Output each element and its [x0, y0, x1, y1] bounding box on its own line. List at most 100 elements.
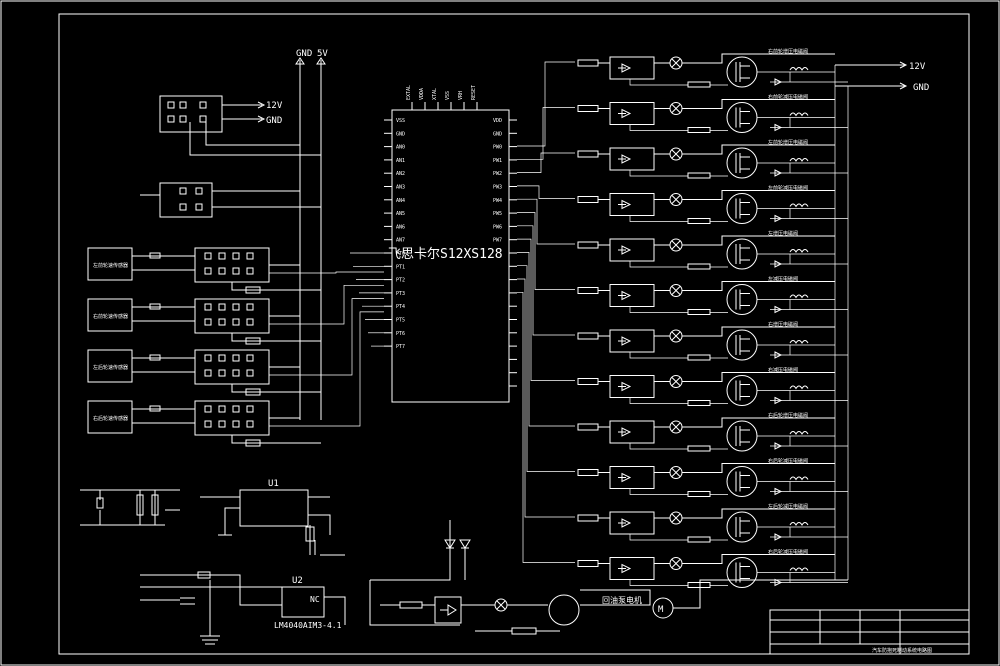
valve-channel: 右增压电磁阀	[517, 225, 848, 361]
gate-resistor	[687, 400, 711, 406]
valve-coil	[789, 340, 809, 344]
wire	[682, 554, 835, 564]
valve-wire	[757, 253, 848, 265]
opto-diode	[618, 427, 632, 437]
optocoupler	[609, 375, 655, 398]
valve-coil	[789, 112, 809, 117]
valve-coil	[789, 67, 809, 71]
flyback-diode	[774, 351, 783, 359]
sensor-resistor	[149, 405, 161, 412]
wire	[682, 235, 835, 246]
comparator-pin	[204, 420, 212, 428]
valve-wire	[757, 435, 848, 447]
mosfet	[726, 284, 758, 315]
lamp-cross	[671, 513, 681, 523]
mcu-to-channel-wire	[517, 61, 575, 147]
mosfet-body	[735, 198, 750, 219]
flyback-diode	[774, 78, 783, 86]
comparator-pin	[218, 252, 226, 260]
valve-coil	[789, 476, 809, 481]
comparator-pin	[232, 318, 240, 326]
mosfet-body	[735, 153, 750, 173]
gate-resistor	[687, 582, 711, 588]
valve-wire	[757, 117, 848, 128]
power-rails	[299, 60, 322, 420]
sensor-box	[87, 349, 133, 383]
mcu-left-pin-label: AN0	[396, 145, 405, 151]
optocoupler	[609, 511, 655, 535]
mcu-to-channel-wire	[517, 185, 575, 199]
sensor-block: 右后轮速传感器	[87, 311, 384, 447]
input-resistor	[577, 514, 599, 522]
mcu-left-pin-label: PT2	[396, 278, 405, 284]
mosfet-body	[735, 335, 750, 355]
opto-diode	[618, 563, 632, 574]
sensor-box	[87, 400, 133, 434]
u1-label: U1	[268, 479, 279, 489]
valve-coil	[789, 431, 809, 435]
mcu-right-pin-label: PW0	[493, 145, 502, 151]
valve-channel: 右后轮减压电磁阀	[517, 265, 848, 497]
mosfet	[726, 193, 758, 224]
sensor-wire	[132, 255, 195, 271]
comparator-box	[194, 349, 270, 385]
mosfet-body	[735, 471, 750, 492]
mcu-to-channel-wire	[517, 265, 575, 472]
lamp-cross	[671, 240, 681, 250]
motor-symbol: M	[658, 605, 664, 615]
mcu-left-pin-label: AN4	[396, 198, 405, 204]
valve-channels: 右前轮增压电磁阀右前轮减压电磁阀左前轮增压电磁阀左前轮减压电磁阀左增压电磁阀左减…	[517, 48, 848, 588]
lamp-cross	[671, 286, 681, 295]
wire	[682, 417, 835, 428]
valve-wire	[757, 526, 848, 538]
mcu-right-pin-label: GND	[493, 131, 502, 137]
opto-diode	[618, 290, 632, 301]
input-resistor	[577, 423, 599, 431]
valve-label: 右前轮减压电磁阀	[768, 94, 808, 101]
flyback-diode	[774, 533, 783, 541]
gate-resistor	[687, 309, 711, 315]
mosfet-body	[735, 244, 750, 264]
comparator-pin	[232, 420, 240, 428]
valve-channel: 右减压电磁阀	[517, 238, 848, 406]
valve-wire	[757, 208, 848, 219]
mosfet	[726, 102, 758, 133]
opto-diode	[618, 381, 632, 392]
flyback-diode	[774, 169, 783, 177]
valve-coil	[789, 567, 809, 572]
comparator-pin	[218, 318, 226, 326]
gate-resistor	[687, 536, 711, 543]
valve-channel: 右前轮增压电磁阀	[517, 48, 848, 147]
valve-wire	[757, 162, 848, 174]
valve-wire	[757, 344, 848, 356]
mosfet	[726, 238, 758, 270]
opto-diode	[618, 245, 632, 255]
comparator-pin	[232, 369, 240, 377]
mcu-right-pin-label: PW2	[493, 171, 502, 177]
lamp-cross	[671, 104, 681, 113]
comparator-pin	[218, 405, 226, 413]
crystal-circuit	[80, 489, 180, 526]
u1-regulator	[200, 489, 345, 556]
valve-channel: 右后轮增压电磁阀	[517, 252, 848, 452]
mcu-top-pin-label: RESET	[471, 85, 477, 100]
u2-part-label: LM4040AIM3-4.1	[274, 621, 342, 630]
gate-resistor	[687, 491, 711, 497]
sensor-resistor	[149, 354, 161, 361]
mcu-top-pin-label: VSS	[445, 91, 451, 100]
mcu-to-channel-wire	[517, 291, 575, 563]
rail-arrows	[295, 57, 326, 65]
title-block	[769, 609, 970, 655]
sensor-block: 右前轮速传感器	[87, 284, 384, 345]
lamp-cross	[671, 468, 681, 477]
valve-wire	[757, 299, 848, 310]
input-resistor	[577, 560, 599, 567]
right-supply-wires	[835, 64, 905, 87]
mosfet-body	[735, 289, 750, 310]
mcu-left-pin-label: VSS	[396, 118, 405, 124]
mcu-left-pin-label: AN2	[396, 171, 405, 177]
valve-label: 右后轮减压电磁阀	[768, 458, 808, 465]
comparator-pin	[246, 405, 254, 413]
mosfet-body	[735, 62, 750, 82]
